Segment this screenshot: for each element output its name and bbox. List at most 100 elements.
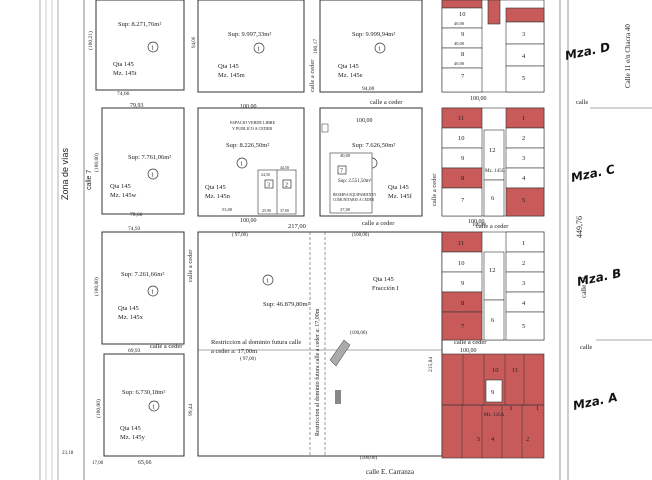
svg-text:Restriccion al dominio futura: Restriccion al dominio futura calle [211,339,301,346]
svg-text:9: 9 [461,31,464,38]
svg-text:calle a ceder: calle a ceder [362,220,395,227]
svg-text:Qta 145: Qta 145 [218,63,239,70]
svg-text:Sup: 7.626,50m²: Sup: 7.626,50m² [352,142,395,149]
svg-text:1: 1 [257,47,260,53]
streets: calle a ceder calle a ceder calle a cede… [150,0,652,480]
block-145n: ESPACIO VERDE LIBRE Y PUBLICO A CEDER Su… [197,107,305,224]
svg-text:(100,00): (100,00) [93,277,100,296]
svg-text:44,50: 44,50 [280,165,289,171]
svg-text:4: 4 [522,175,526,182]
svg-text:Fracción I: Fracción I [372,285,399,292]
svg-text:2: 2 [526,436,529,443]
svg-text:100,00: 100,00 [240,218,257,224]
block-145x: Sup: 7.261,66m² 1 Qta 145 Mz. 145x 74,93… [93,226,185,354]
svg-text:calle 11: calle 11 [580,276,588,298]
svg-text:100,17: 100,17 [313,39,319,54]
svg-text:Qta 145: Qta 145 [205,184,226,191]
svg-text:69,93: 69,93 [128,348,141,354]
svg-text:(100,00): (100,00) [93,153,100,172]
svg-text:Qta 145: Qta 145 [373,276,394,283]
svg-text:Mz. 145w: Mz. 145w [110,192,137,199]
svg-text:40,00: 40,00 [340,153,351,159]
svg-text:Calle 11 e/n Chacra 40: Calle 11 e/n Chacra 40 [624,24,632,88]
svg-text:Qta 145: Qta 145 [388,184,409,191]
svg-text:Qta 145: Qta 145 [120,425,141,432]
svg-text:Sup: 8.226,50m²: Sup: 8.226,50m² [226,142,269,149]
svg-text:ESPACIO VERDE LIBRE: ESPACIO VERDE LIBRE [230,120,276,125]
svg-text:a ceder a: 17,00m: a ceder a: 17,00m [211,348,257,355]
svg-text:12: 12 [489,147,496,154]
zona-de-vias-label: Zona de vías [60,147,70,200]
svg-text:5: 5 [477,436,480,443]
svg-text:37,00: 37,00 [340,207,351,213]
block-145e: Sup: 9.999,94m² 1 Qta 145 Mz. 145e 94,00… [313,0,423,93]
svg-text:10: 10 [492,367,499,374]
svg-text:94,00: 94,00 [192,36,197,48]
calle-7-label: calle 7 [86,170,93,190]
svg-text:1: 1 [151,173,154,179]
block-145f: Sup: 7.626,50m² 1 Qta 145 Mz. 145f 7 Sup… [319,107,423,217]
svg-text:7: 7 [461,197,465,204]
svg-text:1: 1 [522,115,525,122]
svg-text:100,00: 100,00 [356,118,373,124]
svg-text:Mz. 145y: Mz. 145y [120,434,146,441]
svg-text:Sup: 2.551,50m²: Sup: 2.551,50m² [338,178,372,184]
svg-text:COMUNITARIO A CEDER: COMUNITARIO A CEDER [333,198,375,202]
svg-text:2: 2 [522,135,525,142]
svg-text:Qta 145: Qta 145 [110,183,131,190]
svg-text:40,00: 40,00 [454,61,465,67]
svg-text:Mz. 145x: Mz. 145x [118,314,144,321]
svg-text:calle a ceder: calle a ceder [370,99,403,106]
svg-text:( 97,00): ( 97,00) [232,233,248,238]
rail-zone: Zona de vías calle 7 [39,0,93,480]
svg-text:24,50: 24,50 [261,172,270,178]
svg-text:9: 9 [461,155,464,162]
svg-text:11: 11 [458,240,464,247]
svg-text:100,00: 100,00 [240,104,257,110]
svg-text:calle E. Carranza: calle E. Carranza [366,468,415,476]
svg-text:Qta 145: Qta 145 [118,305,139,312]
svg-text:calle a ceder: calle a ceder [431,173,438,206]
svg-text:calle a ceder: calle a ceder [150,343,183,350]
mza-d-lots: 10 9 8 7 3 4 5 40,00 40,00 40,00 [441,0,545,93]
svg-text:(100,00): (100,00) [95,399,102,418]
svg-text:calle a ceder: calle a ceder [309,59,316,92]
block-145t: Sup: 8.271,76m² 1 Qta 145 Mz. 145t 74,66… [87,0,185,109]
svg-text:100,00: 100,00 [472,223,486,228]
svg-text:4: 4 [522,53,526,60]
svg-text:3: 3 [522,280,525,287]
svg-text:100,00: 100,00 [470,96,487,102]
svg-text:Mz. 145e: Mz. 145e [338,72,363,79]
svg-text:10: 10 [459,11,466,18]
svg-text:6: 6 [491,317,495,324]
svg-text:10: 10 [458,260,465,267]
svg-text:Sup: 8.271,76m²: Sup: 8.271,76m² [118,21,161,28]
svg-text:1: 1 [151,290,154,296]
svg-text:Sup: 7.261,66m²: Sup: 7.261,66m² [121,271,164,278]
svg-text:23,18: 23,18 [62,451,74,456]
svg-text:4: 4 [522,300,526,307]
svg-text:8: 8 [461,51,464,58]
svg-text:Sup: 7.761,06m²: Sup: 7.761,06m² [128,154,171,161]
svg-text:1: 1 [378,47,381,53]
svg-text:Sup: 46.879,80m²: Sup: 46.879,80m² [263,301,310,308]
svg-text:calle a ceder: calle a ceder [454,339,487,346]
svg-text:7: 7 [461,73,465,80]
svg-text:Mz. 145n: Mz. 145n [205,193,231,200]
svg-text:9: 9 [491,389,494,396]
block-145y: Sup: 6.730,18m² 1 Qta 145 Mz. 145y (100,… [62,353,194,466]
svg-text:1: 1 [536,405,539,412]
svg-text:78,66: 78,66 [130,212,143,218]
svg-text:7: 7 [340,169,343,175]
svg-text:1: 1 [240,162,243,168]
svg-text:79,93: 79,93 [130,103,144,109]
svg-text:11: 11 [512,367,518,374]
svg-text:Qta 145: Qta 145 [338,63,359,70]
svg-text:3: 3 [522,155,525,162]
svg-text:1: 1 [152,405,155,411]
svg-text:40,00: 40,00 [454,21,465,27]
svg-text:217,00: 217,00 [288,223,306,230]
svg-text:8: 8 [461,300,464,307]
